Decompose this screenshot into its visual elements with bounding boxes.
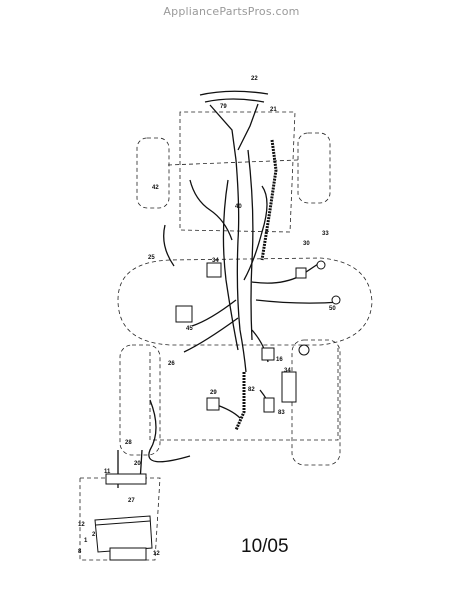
site-watermark: AppliancePartsPros.com <box>163 5 300 18</box>
callout: 22 <box>251 76 258 82</box>
callout: 42 <box>152 185 159 191</box>
revision-date: 10/05 <box>241 536 289 557</box>
tractor-outline <box>79 111 373 561</box>
callout: 40 <box>235 204 242 210</box>
switch-82 <box>263 397 275 413</box>
callout: 16 <box>276 357 283 363</box>
callout: 27 <box>128 498 135 504</box>
callout: 33 <box>322 231 329 237</box>
callout: 8 <box>78 549 82 555</box>
callout: 83 <box>278 410 285 416</box>
switch-29 <box>206 397 220 411</box>
module-45 <box>175 305 193 323</box>
battery-tray <box>109 547 147 561</box>
battery-strap <box>105 473 147 485</box>
callout: 45 <box>186 326 193 332</box>
connector-50 <box>331 295 341 305</box>
callout: 34 <box>284 368 291 374</box>
callout: 11 <box>104 469 111 475</box>
connector-30 <box>295 267 307 279</box>
relay-16 <box>261 347 275 361</box>
plug-16 <box>298 344 310 356</box>
callout: 82 <box>248 387 255 393</box>
callout: 21 <box>270 107 277 113</box>
callout: 79 <box>220 104 227 110</box>
switch-34 <box>206 262 222 278</box>
battery <box>94 515 153 553</box>
wiring-harness <box>117 90 341 488</box>
callout: 28 <box>125 440 132 446</box>
components <box>94 260 341 561</box>
callout: 12 <box>153 551 160 557</box>
callout: 26 <box>168 361 175 367</box>
connector-33 <box>316 260 326 270</box>
callout: 20 <box>134 461 141 467</box>
callout: 30 <box>303 241 310 247</box>
seat-switch-83 <box>281 371 297 403</box>
callout: 29 <box>210 390 217 396</box>
callout: 50 <box>329 306 336 312</box>
callout: 34 <box>212 258 219 264</box>
callout-labels: 22 79 21 42 40 30 33 25 34 50 45 26 16 2… <box>78 76 336 557</box>
callout: 25 <box>148 255 155 261</box>
callout: 2 <box>92 532 96 538</box>
callout: 1 <box>84 538 88 544</box>
callout: 12 <box>78 522 85 528</box>
